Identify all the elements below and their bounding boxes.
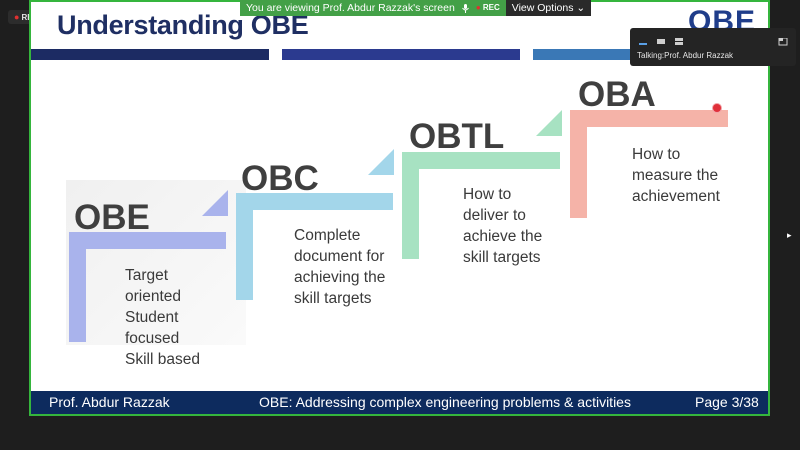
desc-line: achieve the xyxy=(463,228,543,245)
step-obe-arrow-icon xyxy=(202,190,228,216)
desc-line: Student xyxy=(125,309,179,326)
screen-share-banner: You are viewing Prof. Abdur Razzak's scr… xyxy=(240,0,592,16)
header-bar-1 xyxy=(31,49,269,60)
step-obtl-title: OBTL xyxy=(409,117,505,156)
step-oba-horizontal xyxy=(570,110,728,127)
desc-line: document for xyxy=(294,248,385,265)
minimize-icon[interactable] xyxy=(638,33,648,45)
desc-line: Target xyxy=(125,267,169,284)
step-obtl-vertical xyxy=(402,152,419,259)
step-obc-horizontal xyxy=(236,193,393,210)
desc-line: achievement xyxy=(632,188,720,205)
desc-line: oriented xyxy=(125,288,182,305)
talking-panel: Talking:Prof. Abdur Razzak xyxy=(630,28,796,66)
microphone-icon xyxy=(461,3,469,13)
step-obtl-arrow-icon xyxy=(536,110,562,136)
step-obc-vertical xyxy=(236,193,253,300)
header-bar-2 xyxy=(282,49,520,60)
desc-line: skill targets xyxy=(463,249,541,266)
footer-topic: OBE: Addressing complex engineering prob… xyxy=(259,394,631,410)
desc-line: measure the xyxy=(632,167,719,184)
single-view-icon[interactable] xyxy=(656,33,666,44)
expand-icon[interactable] xyxy=(778,33,788,46)
record-dot-icon: ● xyxy=(475,3,481,12)
step-oba-title: OBA xyxy=(578,75,656,114)
step-obc-title: OBC xyxy=(241,159,319,198)
step-obe-title: OBE xyxy=(74,198,150,237)
multi-view-icon[interactable] xyxy=(674,33,684,45)
step-oba-description: How to measure the achievement xyxy=(632,144,720,207)
step-obe-horizontal xyxy=(69,232,226,249)
footer-page: Page 3/38 xyxy=(695,394,759,410)
record-dot-icon: ● xyxy=(14,12,20,22)
desc-line: Complete xyxy=(294,227,361,244)
step-obtl-horizontal xyxy=(402,152,560,169)
footer-author: Prof. Abdur Razzak xyxy=(49,394,170,410)
step-obc-arrow-icon xyxy=(368,149,394,175)
slide-footer: Prof. Abdur Razzak OBE: Addressing compl… xyxy=(31,391,768,414)
step-obe-description: Target oriented Student focused Skill ba… xyxy=(125,265,200,370)
viewing-text: You are viewing Prof. Abdur Razzak's scr… xyxy=(246,2,455,14)
desc-line: Skill based xyxy=(125,351,200,368)
laser-pointer-icon xyxy=(713,104,721,112)
chevron-down-icon: ⌄ xyxy=(576,2,586,14)
step-obtl-description: How to deliver to achieve the skill targ… xyxy=(463,184,542,268)
desc-line: How to xyxy=(463,186,512,203)
talking-label: Talking:Prof. Abdur Razzak xyxy=(637,51,734,60)
banner-rec: ● REC xyxy=(476,0,500,16)
desc-line: focused xyxy=(125,330,180,347)
step-oba-vertical xyxy=(570,110,587,218)
step-obe-vertical xyxy=(69,232,86,342)
view-options-label: View Options xyxy=(511,2,574,14)
desc-line: How to xyxy=(632,146,681,163)
viewing-notice: You are viewing Prof. Abdur Razzak's scr… xyxy=(240,0,506,16)
banner-rec-label: REC xyxy=(482,3,500,12)
desc-line: skill targets xyxy=(294,290,372,307)
mouse-cursor-icon: ▸ xyxy=(787,230,792,240)
view-options-button[interactable]: View Options ⌄ xyxy=(505,0,592,16)
desc-line: achieving the xyxy=(294,269,386,286)
step-obc-description: Complete document for achieving the skil… xyxy=(294,225,385,309)
desc-line: deliver to xyxy=(463,207,526,224)
